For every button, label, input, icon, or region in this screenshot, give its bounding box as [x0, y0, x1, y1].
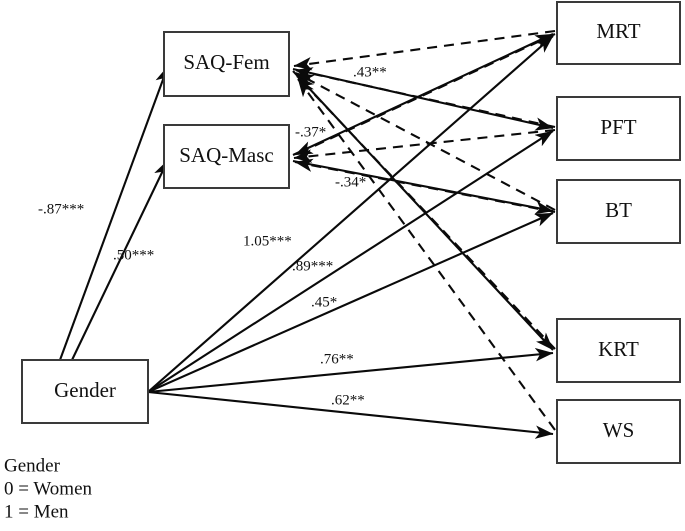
node-box-saqmasc[interactable]: [163, 124, 290, 189]
node-label-gender: Gender: [54, 378, 116, 402]
edge-bt-saqfem[interactable]: [295, 72, 556, 211]
node-box-pft[interactable]: [556, 96, 681, 161]
node-label-krt: KRT: [598, 337, 639, 361]
node-saqmasc[interactable]: SAQ-Masc: [163, 124, 290, 189]
edge-ws-saqfem[interactable]: [297, 78, 556, 431]
node-krt[interactable]: KRT: [556, 318, 681, 383]
edge-label-gender-krt: .76**: [320, 351, 354, 367]
node-box-bt[interactable]: [556, 179, 681, 244]
node-gender[interactable]: Gender: [21, 359, 149, 424]
node-mrt[interactable]: MRT: [556, 1, 681, 65]
edge-gender-bt[interactable]: [147, 212, 554, 393]
edge-group-gender-to-saq: [59, 65, 169, 361]
node-label-pft: PFT: [600, 115, 636, 139]
edge-saqmasc-bt[interactable]: [292, 159, 554, 215]
node-bt[interactable]: BT: [556, 179, 681, 244]
edge-gender-mrt[interactable]: [147, 35, 554, 393]
edge-group-gender-to-outcomes: [147, 35, 554, 439]
edge-label-bt-saqmasc: -.34*: [335, 174, 366, 190]
legend-title: Gender: [4, 455, 61, 476]
edge-saqfem-pft[interactable]: [292, 67, 554, 131]
edge-label-group: -.87*** .50*** 1.05*** .89*** .45* .76**…: [38, 64, 387, 408]
edge-gender-krt[interactable]: [147, 348, 554, 394]
edge-label-mrt-saqfem: .43**: [353, 64, 387, 80]
edge-mrt-saqfem[interactable]: [293, 29, 556, 71]
node-label-saqmasc: SAQ-Masc: [179, 143, 274, 167]
edge-label-gender-ws: .62**: [331, 392, 365, 408]
node-box-ws[interactable]: [556, 399, 681, 464]
node-box-mrt[interactable]: [556, 1, 681, 65]
edge-group-saq-to-outcomes: [292, 33, 554, 351]
node-box-gender[interactable]: [21, 359, 149, 424]
node-saqfem[interactable]: SAQ-Fem: [163, 31, 290, 97]
node-label-saqfem: SAQ-Fem: [183, 50, 269, 74]
edge-saqfem-krt[interactable]: [292, 70, 554, 351]
node-label-bt: BT: [605, 198, 632, 222]
edge-label-gender-pft: .89***: [292, 258, 333, 274]
edge-label-gender-saqmasc: .50***: [113, 247, 154, 263]
node-box-saqfem[interactable]: [163, 31, 290, 97]
edge-pft-saqmasc[interactable]: [293, 128, 556, 163]
node-box-krt[interactable]: [556, 318, 681, 383]
edge-saqmasc-mrt[interactable]: [292, 33, 554, 156]
edge-label-gender-bt: .45*: [311, 294, 337, 310]
node-ws[interactable]: WS: [556, 399, 681, 464]
edge-label-mrt-saqmasc: -.37*: [295, 124, 326, 140]
legend-line-women: 0 = Women: [4, 478, 92, 499]
node-pft[interactable]: PFT: [556, 96, 681, 161]
edge-gender-saqmasc[interactable]: [71, 159, 169, 361]
node-label-ws: WS: [603, 418, 635, 442]
edge-gender-pft[interactable]: [147, 130, 554, 393]
edge-label-gender-saqfem: -.87***: [38, 201, 84, 217]
edge-gender-saqfem[interactable]: [59, 65, 169, 361]
legend: Gender 0 = Women 1 = Men: [4, 455, 92, 522]
edge-gender-ws[interactable]: [147, 390, 554, 439]
legend-line-men: 1 = Men: [4, 501, 69, 522]
node-label-mrt: MRT: [596, 19, 640, 43]
edge-label-gender-mrt: 1.05***: [243, 233, 292, 249]
